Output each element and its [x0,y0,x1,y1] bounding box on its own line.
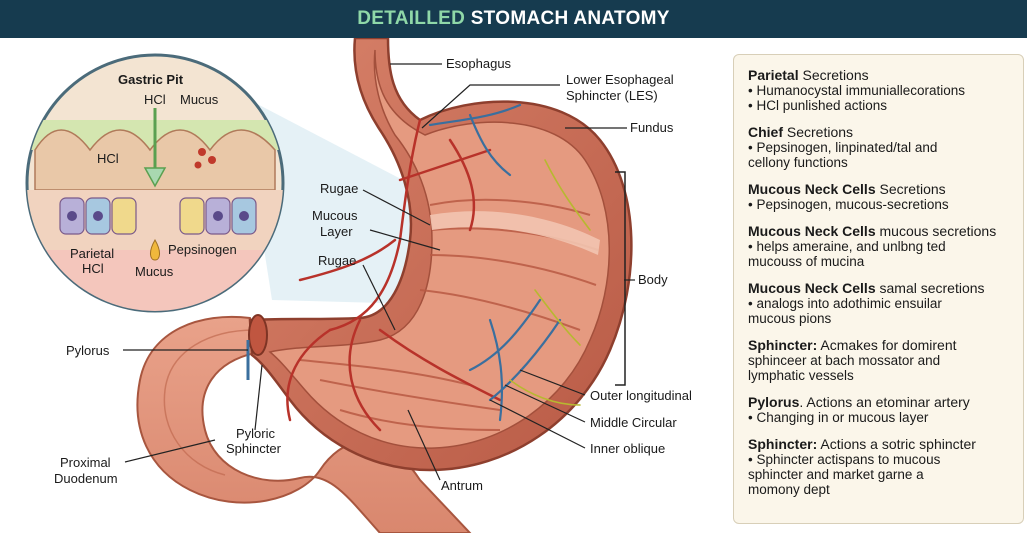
label-pyloric-1: Pyloric [236,426,276,441]
legend-heading: Parietal Secretions [748,67,1013,83]
label-outer-longitudinal: Outer longitudinal [590,388,692,403]
label-esophagus: Esophagus [446,56,512,71]
label-duodenum-2: Duodenum [54,471,118,486]
label-pyloric-2: Sphincter [226,441,282,456]
gastric-pit-inset: Gastric Pit HCl Mucus HCl Parietal HCl M… [27,55,287,320]
page-title: DETAILLED STOMACH ANATOMY [0,0,1027,38]
legend-heading: Mucous Neck Cells samal secretions [748,280,1013,296]
inset-parietal: Parietal [70,246,114,261]
stomach-diagram: Gastric Pit HCl Mucus HCl Parietal HCl M… [0,38,730,533]
label-les-line1: Lower Esophageal [566,72,674,87]
legend-line: sphinceer at bach mossator and lymphatic… [748,353,1013,383]
inset-hcl-left: HCl [97,151,119,166]
label-fundus: Fundus [630,120,674,135]
label-rugae-1: Rugae [320,181,358,196]
label-duodenum-1: Proximal [60,455,111,470]
inset-parietal-hcl: HCl [82,261,104,276]
inset-hcl-top: HCl [144,92,166,107]
inset-mucus-bottom: Mucus [135,264,174,279]
legend-heading: Sphincter: Actions a sotric sphincter [748,436,1013,452]
legend-section: Sphincter: Acmakes for domirent sphincee… [748,337,1013,383]
legend-heading: Mucous Neck Cells Secretions [748,181,1013,197]
inset-pepsinogen: Pepsinogen [168,242,237,257]
legend-line: • HCl punlished actions [748,98,1013,113]
legend-heading: Chief Secretions [748,124,1013,140]
legend-line: • Humanocystal immuniallecorations [748,83,1013,98]
legend-line: • Pepsinogen, linpinated/tal and cellony… [748,140,1013,170]
legend-section: Mucous Neck Cells Secretions • Pepsinoge… [748,181,1013,212]
legend-heading: Pylorus. Actions an etominar artery [748,394,1013,410]
label-mucous-layer-2: Layer [320,224,353,239]
legend-line: • Sphincter actispans to mucous sphincte… [748,452,1013,497]
legend-section: Pylorus. Actions an etominar artery • Ch… [748,394,1013,425]
gastric-pit-heading: Gastric Pit [118,72,184,87]
label-les-line2: Sphincter (LES) [566,88,658,103]
secretions-legend: Parietal Secretions • Humanocystal immun… [733,54,1024,524]
title-rest: STOMACH ANATOMY [465,8,670,29]
label-middle-circular: Middle Circular [590,415,677,430]
legend-section: Parietal Secretions • Humanocystal immun… [748,67,1013,113]
title-highlight: DETAILLED [357,8,465,29]
legend-section: Chief Secretions • Pepsinogen, linpinate… [748,124,1013,170]
label-mucous-layer-1: Mucous [312,208,358,223]
label-antrum: Antrum [441,478,483,493]
pyloric-sphincter-ring [249,315,267,355]
label-rugae-2: Rugae [318,253,356,268]
legend-heading: Mucous Neck Cells mucous secretions [748,223,1013,239]
legend-section: Sphincter: Actions a sotric sphincter • … [748,436,1013,497]
label-body: Body [638,272,668,287]
label-inner-oblique: Inner oblique [590,441,665,456]
legend-line: • helps ameraine, and unlbng ted mucouss… [748,239,1013,269]
inset-mucus-top: Mucus [180,92,219,107]
legend-line: • Changing in or mucous layer [748,410,1013,425]
legend-section: Mucous Neck Cells mucous secretions • he… [748,223,1013,269]
legend-heading: Sphincter: Acmakes for domirent [748,337,1013,353]
label-pylorus: Pylorus [66,343,110,358]
legend-line: • analogs into adothimic ensuilar mucous… [748,296,1013,326]
legend-line: • Pepsinogen, mucous-secretions [748,197,1013,212]
legend-section: Mucous Neck Cells samal secretions • ana… [748,280,1013,326]
